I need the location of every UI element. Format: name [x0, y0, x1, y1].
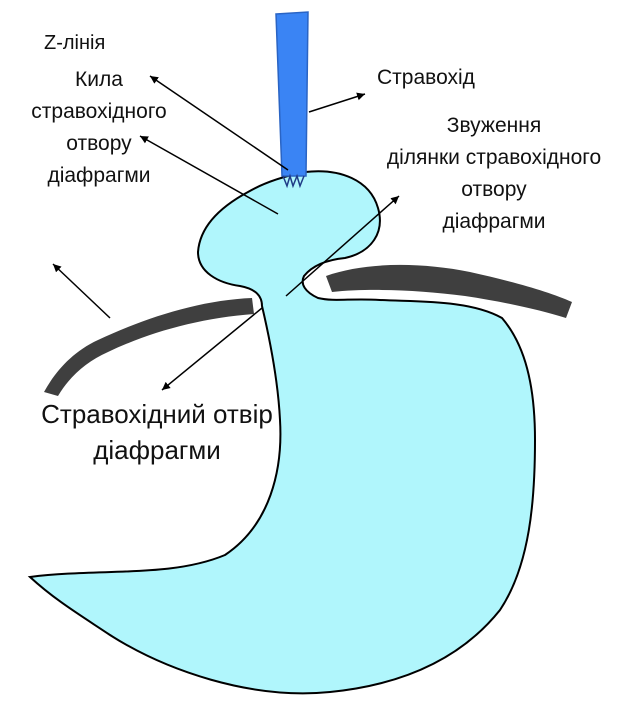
diaphragm-left: [44, 298, 254, 396]
label-hernia-line-1: Кила: [31, 64, 166, 96]
arrow-esophagus: [309, 94, 365, 112]
label-hernia-line-3: отвору: [31, 128, 166, 160]
label-z-line: Z-лінія: [44, 28, 105, 58]
label-narrowing-line-3: отвору: [387, 174, 601, 206]
arrow-diaphragm: [53, 264, 110, 318]
arrow-z-line: [150, 76, 288, 170]
label-narrowing-line-1: Звуження: [387, 110, 601, 142]
esophagus: [276, 12, 308, 176]
label-narrowing-line-2: ділянки стравохідного: [387, 142, 601, 174]
label-hiatus-line-1: Стравохідний отвір: [41, 396, 273, 432]
label-hiatus: Стравохідний отвір діафрагми: [41, 396, 273, 468]
label-hiatus-line-2: діафрагми: [41, 432, 273, 468]
label-hernia-line-2: стравохідного: [31, 96, 166, 128]
label-narrowing-line-4: діафрагми: [387, 206, 601, 238]
label-esophagus: Стравохід: [377, 62, 475, 94]
label-narrowing: Звуження ділянки стравохідного отвору ді…: [387, 110, 601, 238]
label-hernia-line-4: діафрагми: [31, 160, 166, 192]
label-hernia: Кила стравохідного отвору діафрагми: [31, 64, 166, 192]
